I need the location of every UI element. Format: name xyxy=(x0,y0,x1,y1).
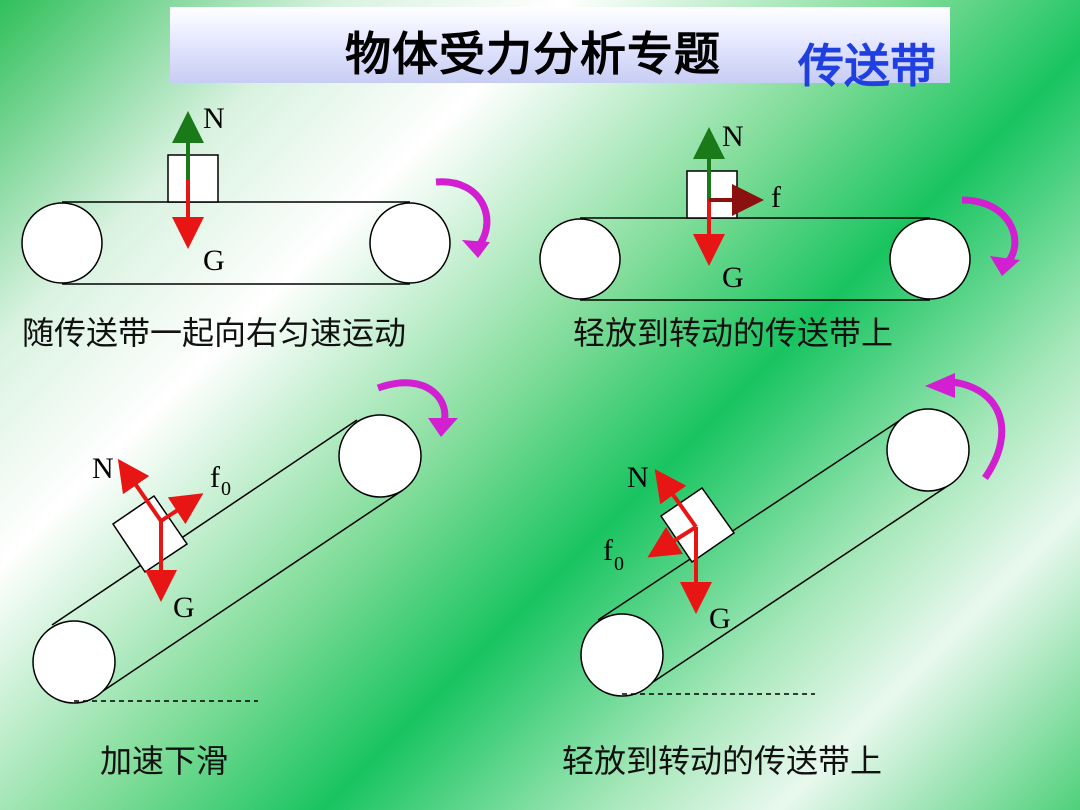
rotation-arrow-icon xyxy=(376,379,449,427)
normal-force-arrow xyxy=(117,458,163,523)
pulley-top xyxy=(338,414,422,498)
caption-panel-4: 轻放到转动的传送带上 xyxy=(562,742,883,780)
belt-bottom xyxy=(96,489,404,696)
pulley-right xyxy=(889,218,971,300)
rotation-arrowhead-icon xyxy=(925,373,955,398)
label-n: N xyxy=(203,102,225,135)
block xyxy=(167,154,219,203)
normal-force-arrow xyxy=(654,468,698,529)
panel-2-diagram: N G f xyxy=(539,120,1020,301)
block xyxy=(111,494,189,574)
belt-bottom xyxy=(643,482,953,689)
label-f: f xyxy=(771,181,781,214)
rotation-arrow-icon xyxy=(961,196,1019,268)
label-n: N xyxy=(722,120,744,153)
panel-1-diagram: N G xyxy=(21,102,491,285)
caption-panel-1: 随传送带一起向右匀速运动 xyxy=(22,314,407,352)
pulley-bottom xyxy=(32,620,116,704)
pulley-bottom xyxy=(580,613,664,697)
label-n: N xyxy=(92,452,114,485)
label-g: G xyxy=(203,244,225,277)
page-subtitle: 传送带 xyxy=(798,39,936,93)
label-n: N xyxy=(627,461,649,494)
rotation-arrowhead-icon xyxy=(428,418,458,437)
pulley-right xyxy=(369,202,451,284)
label-g: G xyxy=(722,261,744,294)
caption-panel-3: 加速下滑 xyxy=(100,742,229,780)
rotation-arrowhead-icon xyxy=(990,256,1020,276)
label-f-subscript: 0 xyxy=(221,478,231,500)
label-f: f xyxy=(210,461,220,494)
panel-3-diagram: N G f 0 xyxy=(32,379,458,704)
rotation-arrow-icon xyxy=(435,178,491,253)
belt-top xyxy=(597,414,909,621)
block xyxy=(686,170,738,219)
pulley-left xyxy=(539,218,621,300)
pulley-left xyxy=(21,202,103,284)
belt-top xyxy=(51,419,358,626)
pulley-top xyxy=(886,408,970,492)
label-f-subscript: 0 xyxy=(614,553,624,575)
title-bar xyxy=(170,7,950,83)
label-g: G xyxy=(709,602,731,635)
rotation-arrow-icon xyxy=(951,378,1006,480)
caption-panel-2: 轻放到转动的传送带上 xyxy=(573,314,894,352)
panel-4-diagram: N G f 0 xyxy=(580,373,1006,697)
friction-arrow xyxy=(647,525,698,558)
label-f: f xyxy=(603,534,613,567)
label-g: G xyxy=(173,591,195,624)
friction-arrow xyxy=(159,493,204,525)
rotation-arrowhead-icon xyxy=(462,240,490,258)
page-title: 物体受力分析专题 xyxy=(345,27,721,81)
